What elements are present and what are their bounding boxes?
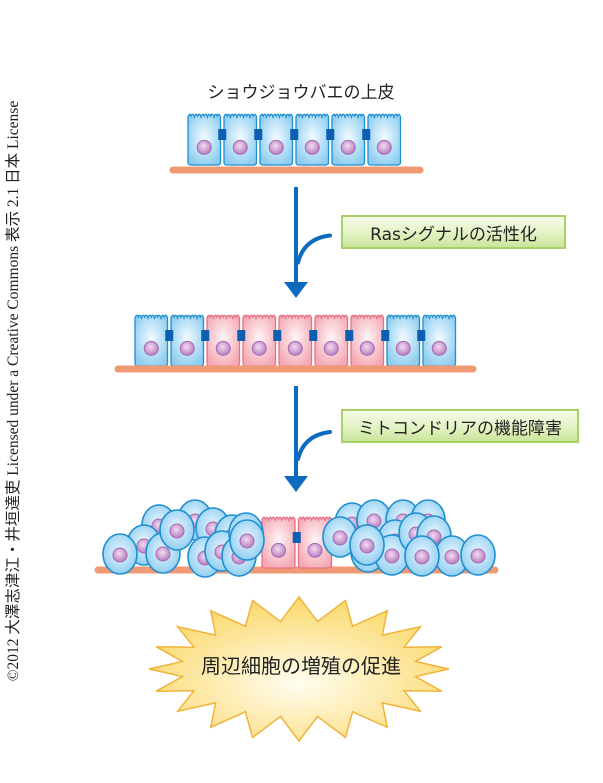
- nucleus: [414, 549, 430, 565]
- cell-body: [350, 314, 385, 367]
- nucleus: [359, 538, 375, 554]
- nucleus: [143, 340, 159, 356]
- cell-body: [386, 314, 421, 367]
- rounded-proliferating-cell: [102, 533, 138, 575]
- nucleus: [155, 546, 171, 562]
- nucleus: [239, 533, 255, 549]
- nucleus: [384, 548, 400, 564]
- nucleus: [271, 542, 286, 558]
- epithelium-layer-normal: [169, 113, 424, 174]
- normal-cell: [386, 314, 421, 367]
- nucleus: [196, 139, 212, 155]
- copyright-credit: ©2012 大澤志津江・井垣達吏 Licensed under a Creati…: [5, 100, 22, 682]
- cell-junction: [218, 129, 227, 140]
- normal-cell: [223, 113, 258, 166]
- nucleus: [431, 340, 447, 356]
- ras-activated-cell: [350, 314, 385, 367]
- nucleus: [287, 340, 303, 356]
- nucleus: [323, 340, 339, 356]
- ras-activated-cell: [261, 516, 296, 569]
- cell-junction: [237, 330, 246, 341]
- nucleus: [169, 523, 185, 539]
- cell-junction: [326, 129, 335, 140]
- nucleus: [340, 139, 356, 155]
- cell-junction: [201, 330, 210, 341]
- nucleus: [112, 547, 128, 563]
- normal-cell: [295, 113, 330, 166]
- rounded-proliferating-cell: [349, 524, 385, 566]
- cell-body: [223, 113, 258, 166]
- nucleus: [268, 139, 284, 155]
- normal-cell: [187, 113, 222, 166]
- nucleus: [251, 340, 267, 356]
- nucleus: [332, 530, 348, 546]
- ras-activated-cell: [278, 314, 313, 367]
- cell-body: [314, 314, 349, 367]
- diagram-title: ショウジョウバエの上皮: [207, 83, 395, 103]
- cell-body: [295, 113, 330, 166]
- cell-body: [422, 314, 457, 367]
- ras-activated-cell: [314, 314, 349, 367]
- cell-body: [134, 314, 169, 367]
- normal-cell: [259, 113, 294, 166]
- nucleus: [376, 139, 392, 155]
- normal-cell: [422, 314, 457, 367]
- result-text: 周辺細胞の増殖の促進: [201, 654, 401, 678]
- cell-body: [259, 113, 294, 166]
- normal-cell: [367, 113, 402, 166]
- cell-body: [170, 314, 205, 367]
- cell-junction: [362, 129, 371, 140]
- nucleus: [304, 139, 320, 155]
- nucleus: [307, 542, 323, 558]
- ras-activated-cell: [206, 314, 241, 367]
- cell-body: [187, 113, 222, 166]
- cell-junction: [290, 129, 299, 140]
- burst-shape: [148, 595, 450, 743]
- rounded-proliferating-cell: [159, 509, 195, 551]
- step-label-ras-activation: Rasシグナルの活性化: [341, 215, 566, 249]
- nucleus: [215, 340, 231, 356]
- rounded-proliferating-cell: [460, 534, 496, 576]
- normal-cell: [170, 314, 205, 367]
- epithelium-layer-ras: [114, 314, 477, 373]
- cell-junction: [254, 129, 263, 140]
- step-label-mitochondrial-dysfunction: ミトコンドリアの機能障害: [341, 409, 579, 443]
- arrow-branch: [296, 233, 332, 265]
- cell-junction: [273, 330, 282, 341]
- cell-junction: [165, 330, 174, 341]
- normal-cell: [331, 113, 366, 166]
- normal-cell: [134, 314, 169, 367]
- nucleus: [444, 549, 460, 565]
- cell-junction: [345, 330, 354, 341]
- down-arrow-1: [284, 187, 332, 298]
- ras-activated-cell: [242, 314, 277, 367]
- arrow-branch: [296, 430, 332, 461]
- cell-body: [206, 314, 241, 367]
- cell-body: [261, 516, 296, 569]
- rounded-proliferating-cell: [404, 535, 440, 577]
- nucleus: [395, 340, 411, 356]
- cell-body: [367, 113, 402, 166]
- cell-body: [278, 314, 313, 367]
- nucleus: [232, 139, 248, 155]
- epithelium-layer-overgrowth: [94, 499, 499, 578]
- center-ras-cells: [261, 516, 333, 569]
- result-burst: [148, 595, 450, 743]
- arrow-head: [284, 282, 308, 298]
- arrow-head: [284, 476, 308, 492]
- rounded-proliferating-cell: [322, 516, 358, 558]
- rounded-proliferating-cell: [229, 519, 265, 561]
- nucleus: [470, 548, 486, 564]
- cell-junction: [292, 532, 301, 543]
- cell-body: [242, 314, 277, 367]
- down-arrow-2: [284, 386, 332, 492]
- nucleus: [359, 340, 375, 356]
- cell-junction: [381, 330, 390, 341]
- cell-body: [331, 113, 366, 166]
- cell-junction: [309, 330, 318, 341]
- cell-junction: [417, 330, 426, 341]
- nucleus: [179, 340, 195, 356]
